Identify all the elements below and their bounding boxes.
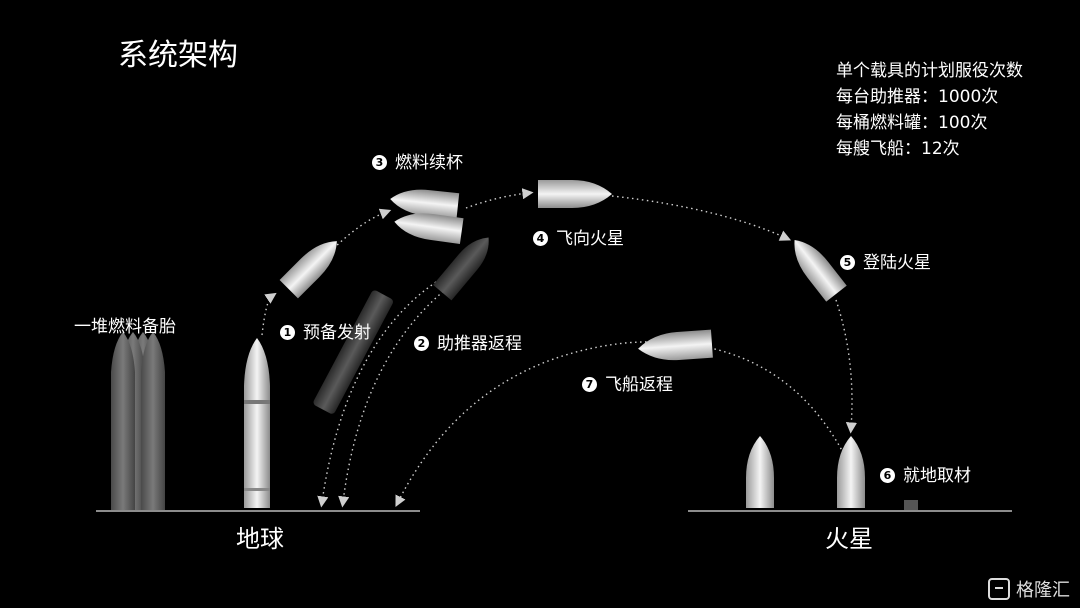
- refueling-ships-icon: [390, 189, 464, 245]
- booster-return-path-1: [317, 281, 437, 508]
- booster-separation-icon: [433, 237, 489, 301]
- spare-tankers-icon: [111, 332, 165, 510]
- mars-plant-icon: [904, 500, 918, 510]
- step-1: 1 预备发射: [280, 318, 371, 343]
- step-1-label: 预备发射: [303, 323, 371, 343]
- step-6: 6 就地取材: [880, 461, 971, 486]
- step-3: 3 燃料续杯: [372, 148, 463, 173]
- step-3-label: 燃料续杯: [395, 153, 463, 173]
- spare-tankers-label: 一堆燃料备胎: [74, 317, 176, 337]
- launch-path: [261, 292, 277, 336]
- step-5-badge: 5: [840, 255, 855, 270]
- step-7: 7 飞船返程: [582, 370, 673, 395]
- step-6-label: 就地取材: [903, 466, 971, 486]
- watermark-text: 格隆汇: [1016, 580, 1070, 601]
- booster-return-path-2: [338, 281, 456, 508]
- stats-booster: 每台助推器：1000次: [836, 87, 999, 107]
- step-7-badge: 7: [582, 377, 597, 392]
- step-4: 4 飞向火星: [533, 224, 624, 249]
- transit-path-2: [611, 195, 792, 241]
- ship-return-path: [395, 341, 847, 507]
- landing-ship-icon: [794, 240, 847, 302]
- mars-refuel-ship-icon: [837, 436, 865, 508]
- ascending-ship-icon: [279, 241, 337, 299]
- ascent-path: [329, 208, 392, 253]
- page-title: 系统架构: [118, 38, 238, 73]
- step-2-label: 助推器返程: [437, 334, 522, 354]
- watermark-logo-icon: [988, 578, 1010, 600]
- stats-ship: 每艘飞船：12次: [836, 139, 960, 159]
- step-5-label: 登陆火星: [863, 253, 931, 273]
- step-2-badge: 2: [414, 336, 429, 351]
- service-stats: 单个载具的计划服役次数 每台助推器：1000次 每桶燃料罐：100次 每艘飞船：…: [836, 58, 1023, 162]
- step-4-label: 飞向火星: [556, 229, 624, 249]
- mars-parked-ship-icon: [746, 436, 774, 508]
- step-4-badge: 4: [533, 231, 548, 246]
- transit-path-1: [465, 188, 534, 209]
- stats-tank: 每桶燃料罐：100次: [836, 113, 988, 133]
- stats-heading: 单个载具的计划服役次数: [836, 61, 1023, 81]
- mars-transit-ship-icon: [538, 180, 612, 208]
- earth-label: 地球: [236, 525, 284, 553]
- step-7-label: 飞船返程: [605, 375, 673, 395]
- step-2: 2 助推器返程: [414, 329, 522, 354]
- step-3-badge: 3: [372, 155, 387, 170]
- launch-rocket-icon: [244, 338, 270, 508]
- landing-path: [835, 299, 857, 434]
- step-5: 5 登陆火星: [840, 248, 931, 273]
- mars-label: 火星: [825, 525, 873, 553]
- step-6-badge: 6: [880, 468, 895, 483]
- step-1-badge: 1: [280, 325, 295, 340]
- watermark: 格隆汇: [988, 576, 1070, 602]
- return-ship-icon: [638, 329, 713, 361]
- returning-booster-icon: [313, 290, 393, 414]
